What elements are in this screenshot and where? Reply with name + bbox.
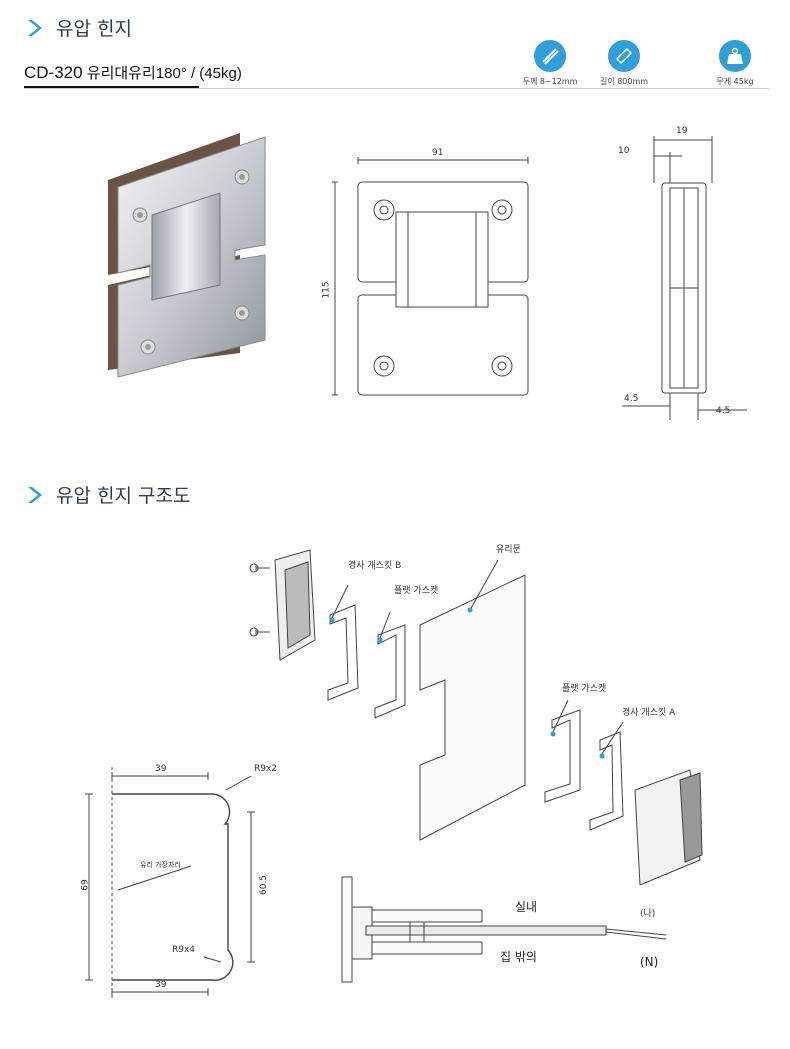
thickness-icon: [534, 40, 566, 72]
product-title: CD-320 유리대유리180° / (45kg): [24, 62, 242, 83]
label-flat-gasket-2: 플랫 가스켓: [562, 684, 607, 694]
cutout-glass-edge: 유리 가장자리: [140, 861, 181, 869]
length-icon: [608, 40, 640, 72]
exploded-view-drawing: [249, 549, 703, 885]
label-gasket-b: 경사 개스킷 B: [348, 561, 402, 571]
cutout-top-radius: R9x2: [254, 764, 278, 774]
side-view-drawing: [622, 136, 747, 420]
spec-thickness: 두께 8~12mm: [520, 40, 580, 87]
spec-weight-label: 무게 45kg: [716, 77, 754, 86]
section-view-drawing: [341, 876, 667, 983]
cutout-top-width: 39: [155, 764, 167, 774]
section-title-text: 유압 힌지: [56, 18, 132, 40]
glass-cutout-drawing: [85, 767, 255, 1000]
hinge-photo: [108, 133, 266, 378]
label-outdoor-mark: (N): [640, 955, 659, 969]
spec-thickness-label: 두께 8~12mm: [522, 77, 578, 86]
product-code: CD-320: [24, 63, 83, 82]
cutout-height: 69: [80, 879, 91, 891]
section-title-hinge: 유압 힌지: [24, 14, 132, 41]
chevron-right-icon: [28, 19, 42, 36]
side-bottom-left-label: 4.5: [624, 394, 639, 404]
cutout-inner-height: 60.5: [259, 874, 270, 896]
section-title-text: 유압 힌지 구조도: [56, 485, 191, 507]
spec-length: 길이 800mm: [594, 40, 654, 87]
side-top-label: 19: [676, 126, 688, 136]
front-width-label: 91: [432, 148, 444, 158]
title-divider: [24, 88, 769, 89]
section-title-structure: 유압 힌지 구조도: [24, 481, 190, 508]
cutout-bottom-width: 39: [155, 980, 167, 990]
side-bottom-right-label: 4.5: [716, 406, 731, 416]
label-flat-gasket-1: 플랫 가스켓: [394, 586, 439, 596]
side-left-label: 10: [618, 146, 630, 156]
weight-icon: [719, 40, 751, 72]
title-underline: [24, 86, 199, 89]
cutout-bottom-radius: R9x4: [172, 945, 196, 955]
spec-weight: 무게 45kg: [700, 40, 770, 87]
front-view-drawing: [332, 157, 529, 396]
label-glass-door: 유리문: [496, 545, 521, 555]
chevron-right-icon: [28, 486, 42, 503]
product-desc: 유리대유리180° / (45kg): [86, 65, 242, 82]
label-gasket-a: 경사 개스킷 A: [622, 708, 676, 718]
front-height-label: 115: [321, 281, 332, 299]
label-outdoor: 집 밖의: [500, 950, 537, 964]
label-indoor-mark: (나): [640, 909, 656, 919]
spec-length-label: 길이 800mm: [599, 77, 649, 86]
label-indoor: 실내: [515, 900, 538, 914]
